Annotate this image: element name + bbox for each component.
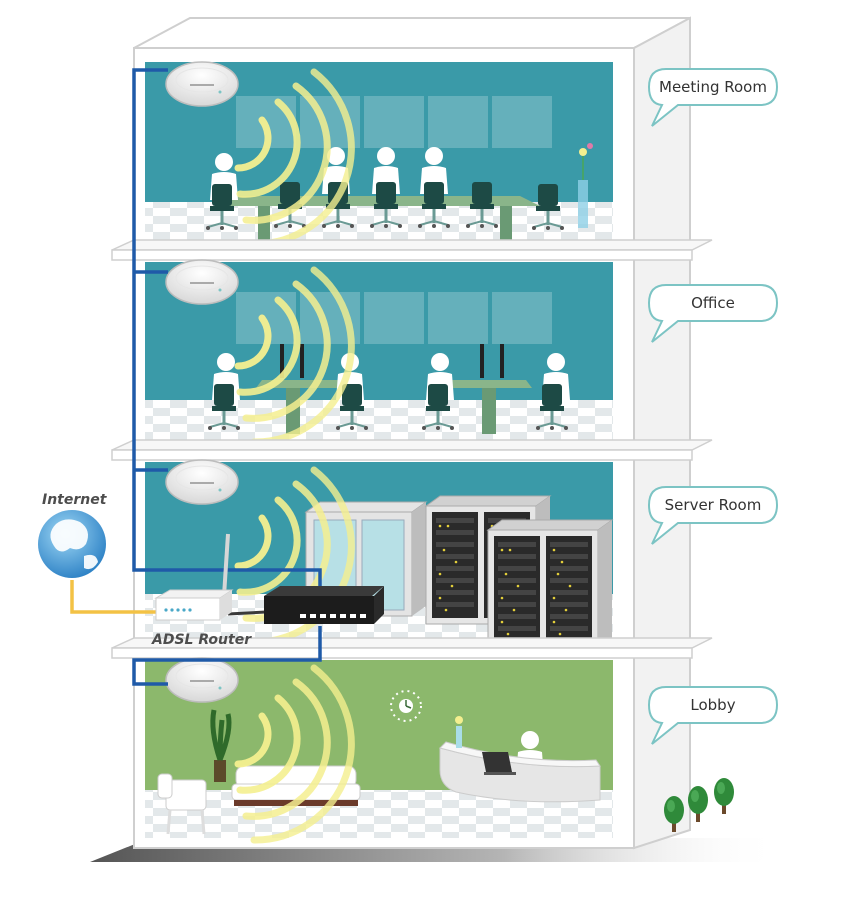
speech-bubble-shape — [647, 284, 779, 343]
ceiling-access-point-icon — [165, 459, 239, 505]
clock-icon — [390, 690, 422, 722]
room-name: Server Room — [664, 496, 762, 514]
speech-bubble-shape — [647, 686, 779, 745]
ceiling-access-point-icon — [165, 657, 239, 703]
router-label: ADSL Router — [152, 632, 252, 648]
ceiling-access-point-icon — [165, 61, 239, 107]
internet-label: Internet — [42, 492, 107, 508]
room-name: Office — [691, 294, 735, 312]
floor-lobby — [145, 657, 613, 840]
speech-bubble-shape — [647, 486, 779, 545]
router-icon — [154, 533, 234, 621]
reception-desk — [439, 716, 601, 803]
wan-cable — [70, 580, 160, 614]
room-label-office: Office — [647, 284, 779, 343]
room-label-server-room: Server Room — [647, 486, 779, 545]
floor-slab — [111, 439, 713, 461]
floor-meeting-room — [145, 61, 613, 248]
lan-cable — [132, 68, 322, 686]
laptop-icon — [482, 752, 516, 775]
room-name: Meeting Room — [659, 78, 767, 96]
router-switch-link — [227, 610, 267, 616]
globe-icon — [38, 510, 106, 578]
lobby-chair — [157, 773, 207, 835]
ceiling-access-point-icon — [165, 259, 239, 305]
plant-icon — [210, 709, 232, 782]
room-name: Lobby — [690, 696, 736, 714]
room-label-meeting-room: Meeting Room — [647, 68, 779, 127]
room-label-lobby: Lobby — [647, 686, 779, 745]
tree-icon — [714, 778, 734, 814]
server-rack-icon — [487, 519, 613, 649]
speech-bubble-shape — [647, 68, 779, 127]
floor-slab — [111, 239, 713, 261]
floor-slab — [111, 637, 713, 659]
floor-office — [145, 259, 613, 446]
network-switch-icon — [264, 586, 384, 624]
